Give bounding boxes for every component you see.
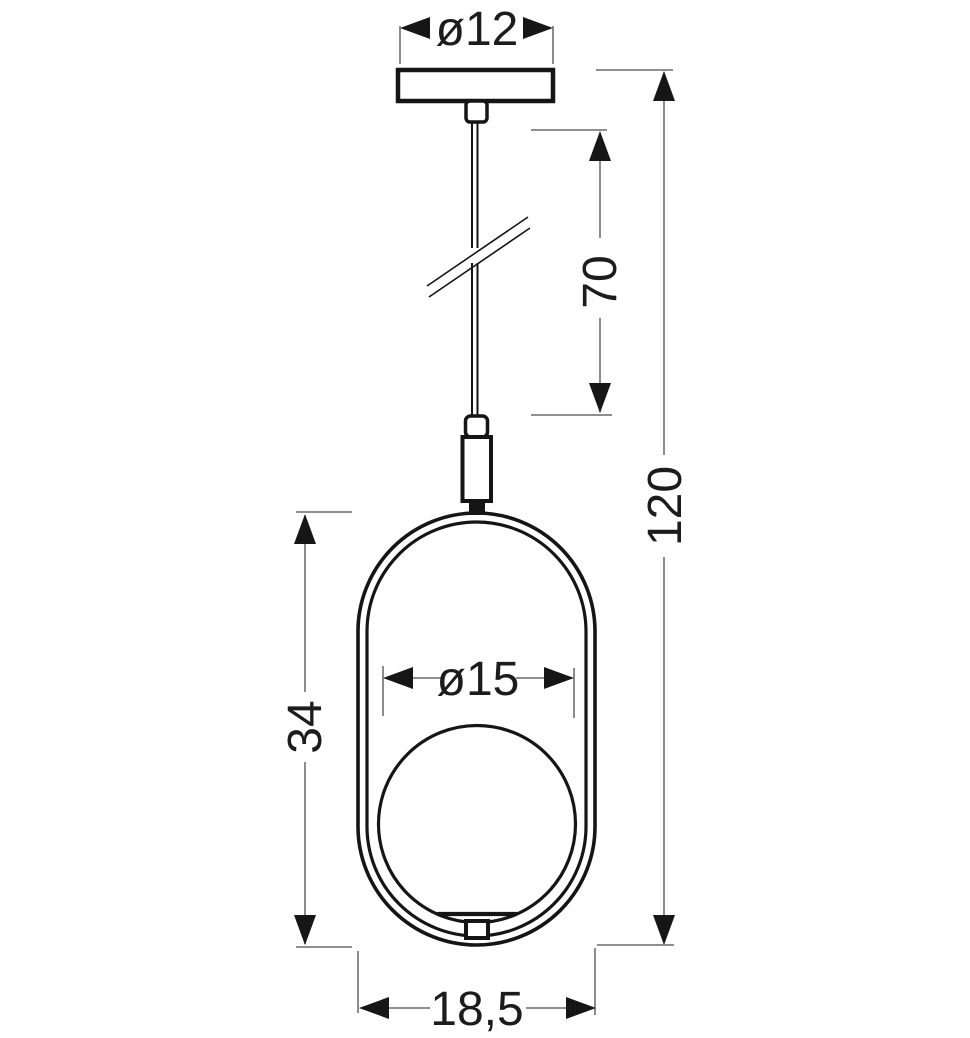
arrow-left-icon [383, 667, 413, 689]
dimension-total-height: 120 [596, 69, 692, 946]
strain-relief [464, 99, 489, 124]
dim-label-ball-diameter: ø15 [437, 653, 520, 706]
arrow-up-icon [294, 514, 316, 544]
arrow-left-icon [359, 997, 389, 1019]
arrow-right-icon [566, 997, 596, 1019]
dim-label-frame-height: 34 [279, 700, 332, 753]
dim-label-total-height: 120 [639, 466, 692, 546]
dim-label-frame-width: 18,5 [430, 983, 523, 1036]
dim-label-canopy-diameter: ø12 [436, 3, 519, 56]
arrow-left-icon [400, 17, 430, 39]
dimension-frame-height: 34 [279, 511, 352, 948]
glass-ball-shade [376, 723, 578, 925]
arrow-up-icon [589, 131, 611, 161]
cable-break-mark [426, 216, 531, 298]
arrow-down-icon [294, 915, 316, 945]
arrow-down-icon [589, 383, 611, 413]
bottom-fixing-nub [464, 919, 490, 940]
suspension-cable [471, 122, 479, 416]
arrow-up-icon [653, 71, 675, 101]
dim-label-cord-length: 70 [574, 255, 627, 308]
dimension-ball-diameter: ø15 [382, 653, 575, 718]
cord-grip [460, 414, 493, 515]
dimension-canopy-diameter: ø12 [399, 3, 554, 64]
dimension-cord-length: 70 [531, 129, 627, 416]
arrow-right-icon [544, 667, 574, 689]
arrow-right-icon [523, 17, 553, 39]
ceiling-canopy [395, 67, 556, 104]
dimension-frame-width: 18,5 [357, 948, 596, 1036]
arrow-down-icon [653, 915, 675, 945]
frame-oval-outer [356, 511, 597, 947]
